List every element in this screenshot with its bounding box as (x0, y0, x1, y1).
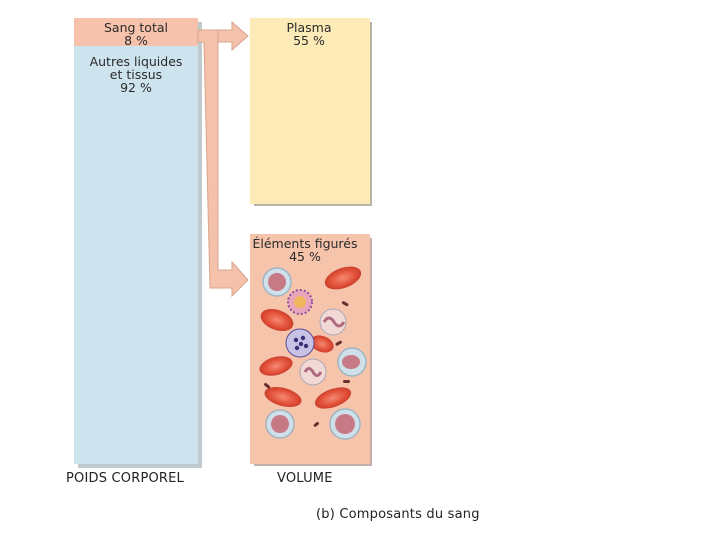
other-fluids-line2: et tissus (109, 67, 163, 82)
other-fluids-value: 92 % (120, 80, 152, 95)
formed-elements-title: Éléments figurés (252, 236, 358, 251)
plasma-box (250, 18, 370, 204)
whole-blood-value: 8 % (124, 33, 148, 48)
platelets (264, 301, 350, 427)
platelet (335, 340, 342, 346)
plasma-value: 55 % (293, 33, 325, 48)
neutrophil (319, 308, 347, 336)
figure-caption: (b) Composants du sang (316, 507, 480, 522)
body-weight-axis-label: POIDS CORPOREL (66, 471, 185, 486)
red-blood-cell (310, 335, 334, 353)
other-fluids-line1: Autres liquides (89, 54, 183, 69)
body-weight-column (74, 18, 198, 464)
lymphocyte (329, 408, 361, 440)
volume-axis-label: VOLUME (277, 471, 333, 486)
white-blood-cells (262, 267, 367, 440)
arrow-to-formed-elements (197, 29, 249, 298)
red-blood-cell (264, 387, 302, 407)
red-blood-cell (260, 308, 294, 332)
eosinophil (287, 289, 313, 315)
plasma-label: Plasma 55 % (250, 21, 368, 47)
other-fluids-label: Autres liquides et tissus 92 % (74, 55, 198, 94)
monocyte (337, 347, 367, 377)
basophil (285, 328, 315, 358)
red-blood-cells (259, 266, 362, 409)
platelet (341, 301, 349, 307)
platelet (313, 421, 319, 427)
plasma-title: Plasma (286, 20, 332, 35)
whole-blood-title: Sang total (103, 20, 168, 35)
red-blood-cell (259, 356, 293, 376)
red-blood-cell (314, 387, 352, 409)
lymphocyte (265, 409, 295, 439)
whole-blood-label: Sang total 8 % (74, 21, 198, 47)
whole-blood-segment (74, 18, 198, 46)
neutrophil (299, 358, 327, 386)
platelet (343, 380, 350, 383)
platelet (264, 382, 271, 389)
formed-elements-label: Éléments figurés 45 % (246, 237, 364, 263)
red-blood-cell (324, 266, 362, 290)
lymphocyte (262, 267, 292, 297)
formed-elements-value: 45 % (289, 249, 321, 264)
